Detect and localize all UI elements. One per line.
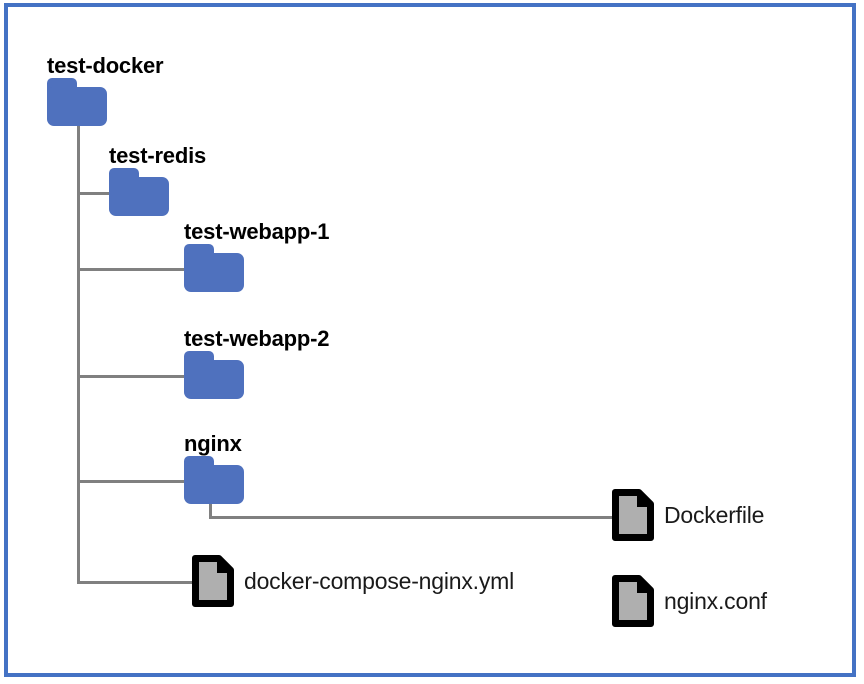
diagram-frame <box>4 3 856 677</box>
nginx-child-drop-line <box>209 497 212 519</box>
folder-body <box>184 253 244 292</box>
node-label-test-webapp-1: test-webapp-1 <box>184 219 330 244</box>
branch-line-test-webapp-1 <box>77 268 187 271</box>
folder-icon <box>184 456 244 504</box>
trunk-line <box>77 118 80 584</box>
node-label-nginx: nginx <box>184 431 242 456</box>
folder-icon <box>109 168 169 216</box>
node-dockerfile[interactable]: Dockerfile <box>612 489 764 541</box>
file-icon <box>612 489 654 541</box>
node-test-redis[interactable]: test-redis <box>109 143 206 216</box>
node-test-docker[interactable]: test-docker <box>47 53 164 126</box>
branch-line-test-redis <box>77 192 115 195</box>
branch-line-nginx <box>77 480 187 483</box>
node-label-test-webapp-2: test-webapp-2 <box>184 326 330 351</box>
folder-body <box>184 360 244 399</box>
folder-body <box>109 177 169 216</box>
node-docker-compose-nginx-yml[interactable]: docker-compose-nginx.yml <box>192 555 514 607</box>
node-label-dockerfile: Dockerfile <box>664 502 765 528</box>
folder-body <box>184 465 244 504</box>
branch-line-test-webapp-2 <box>77 375 187 378</box>
file-icon <box>192 555 234 607</box>
branch-line-docker-compose <box>77 581 199 584</box>
node-nginx[interactable]: nginx <box>184 431 244 504</box>
node-label-test-docker: test-docker <box>47 53 164 78</box>
node-label-nginx-conf: nginx.conf <box>664 588 767 614</box>
node-nginx-conf[interactable]: nginx.conf <box>612 575 767 627</box>
node-label-test-redis: test-redis <box>109 143 207 168</box>
folder-icon <box>184 351 244 399</box>
folder-body <box>47 87 107 126</box>
folder-icon <box>47 78 107 126</box>
node-test-webapp-2[interactable]: test-webapp-2 <box>184 326 330 399</box>
node-label-docker-compose-nginx-yml: docker-compose-nginx.yml <box>244 568 515 594</box>
file-icon <box>612 575 654 627</box>
branch-line-dockerfile <box>209 516 613 519</box>
node-test-webapp-1[interactable]: test-webapp-1 <box>184 219 330 292</box>
folder-icon <box>184 244 244 292</box>
